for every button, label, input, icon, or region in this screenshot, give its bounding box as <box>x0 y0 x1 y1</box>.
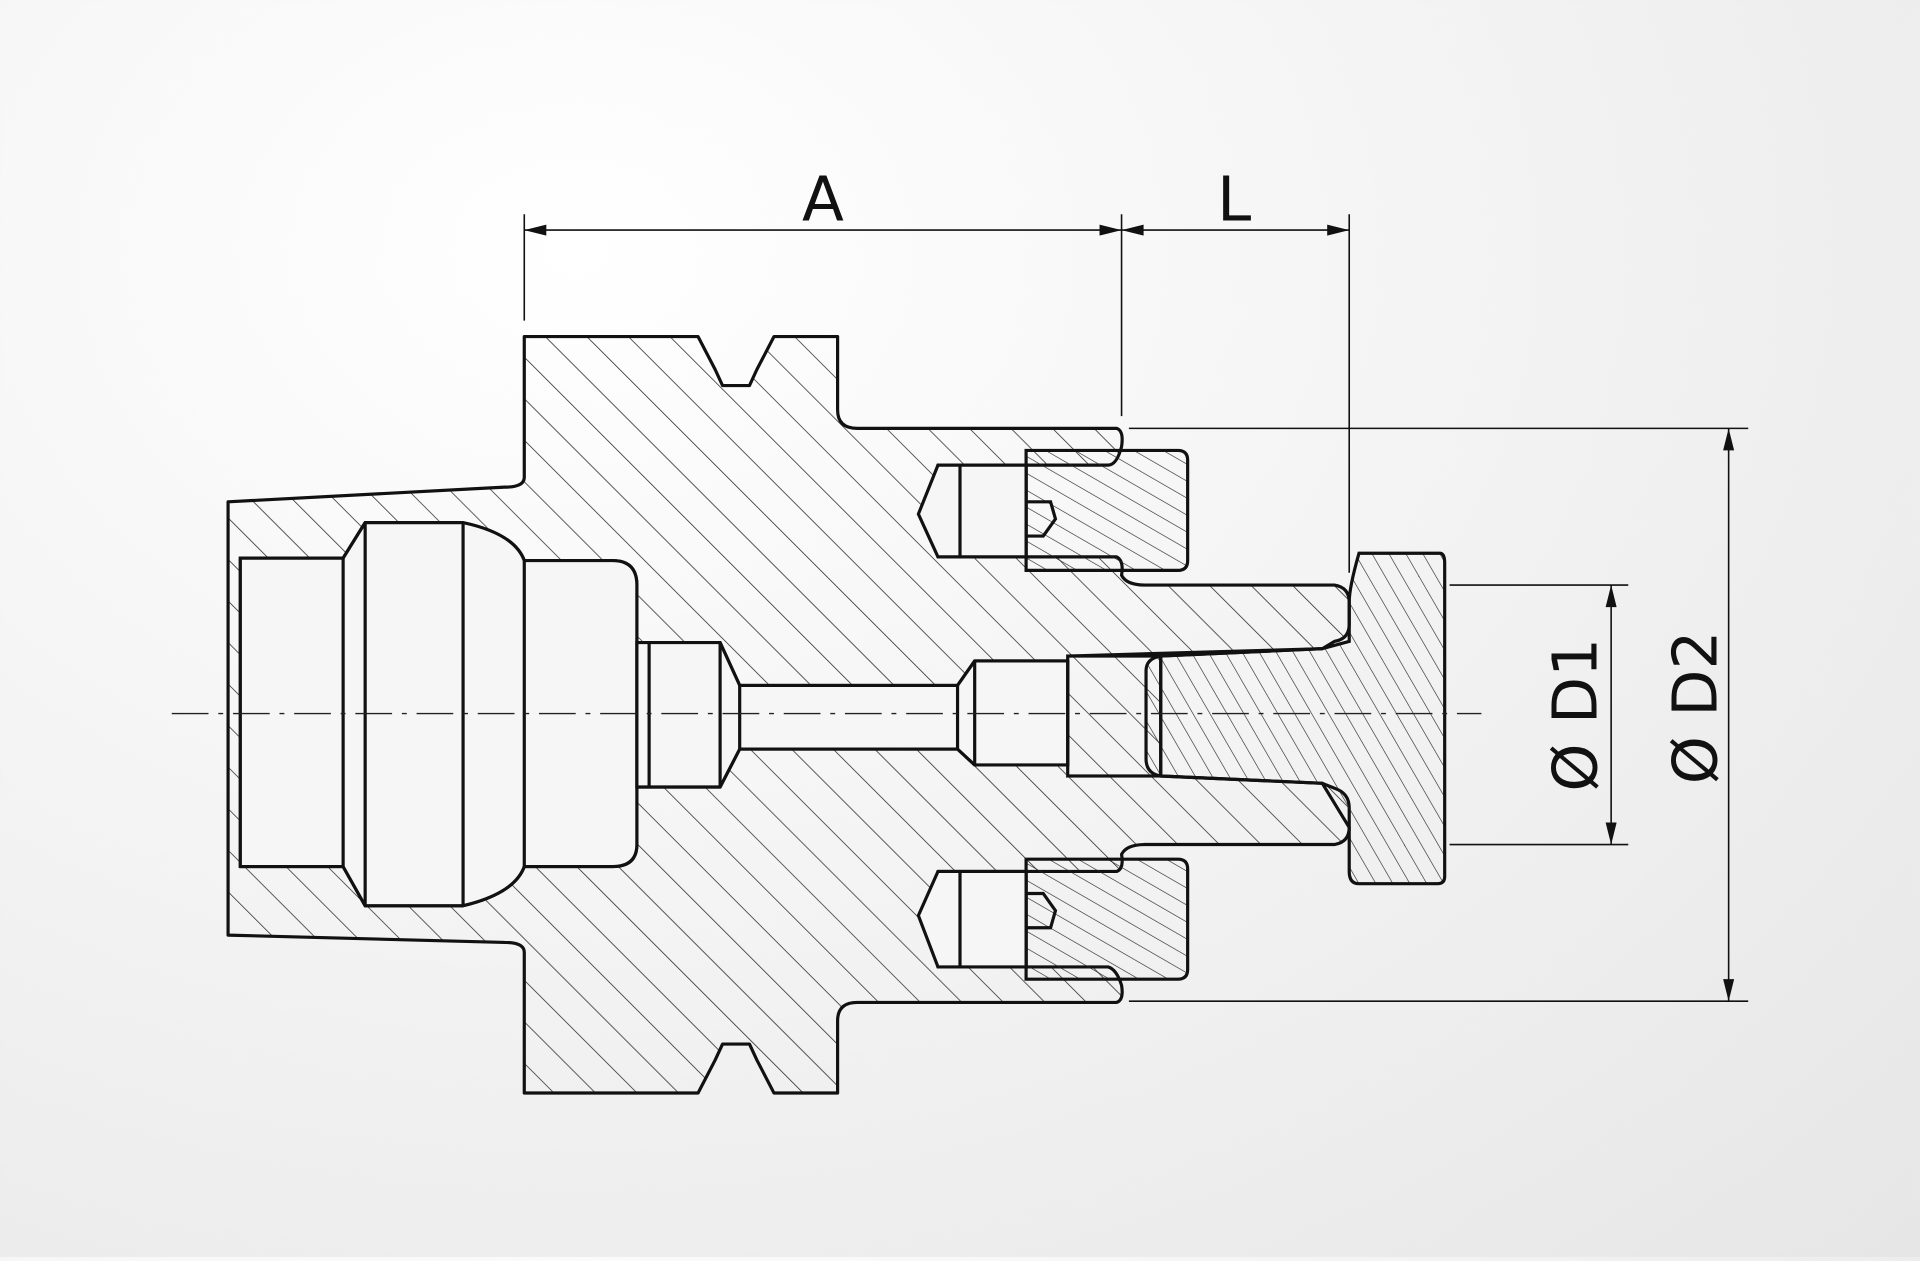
dimension-d2-label: Ø D2 <box>1660 631 1731 785</box>
dimension-a-label: A <box>802 164 844 235</box>
dimension-d1-label: Ø D1 <box>1540 638 1611 792</box>
lower-pocket <box>916 869 1028 969</box>
lower-ring-nut <box>1024 857 1190 981</box>
upper-ring-nut <box>1024 448 1190 572</box>
tool-shank <box>1066 551 1447 886</box>
upper-pocket <box>916 463 1028 559</box>
central-channel <box>635 640 1070 789</box>
dimension-a-l <box>523 214 1351 573</box>
dimension-d1-d2 <box>1128 427 1749 1002</box>
dimension-l-label: L <box>1217 164 1251 235</box>
